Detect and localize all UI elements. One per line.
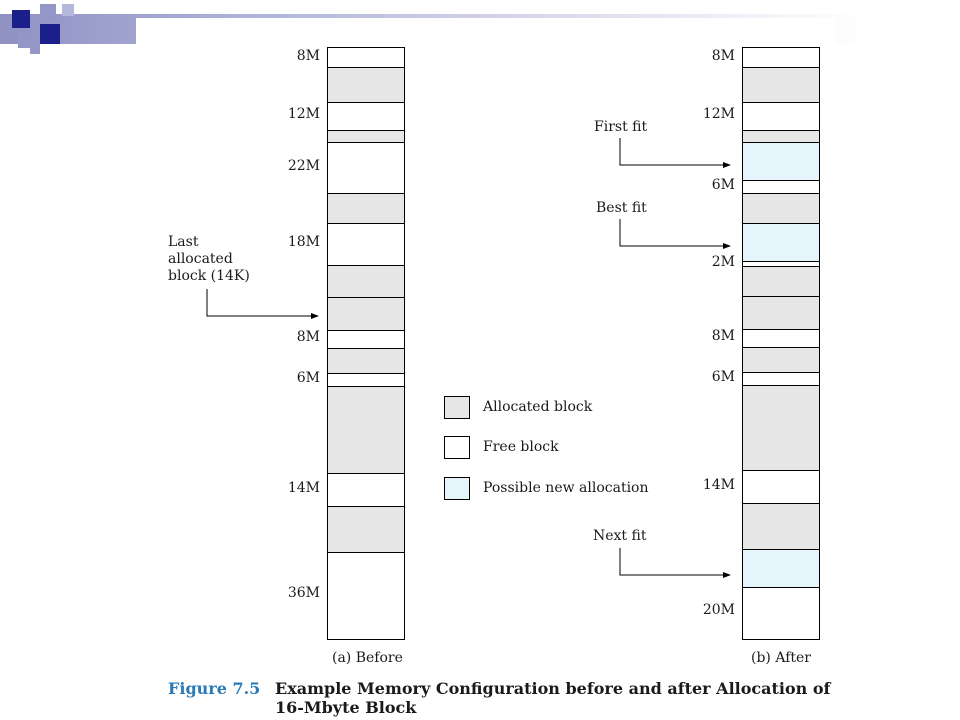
memory-column-after (742, 47, 820, 640)
after-caption: (b) After (751, 650, 811, 666)
last-allocated-arrow (206, 289, 319, 319)
before-block-allocated (328, 348, 404, 373)
after-block-free (743, 329, 819, 347)
before-block-size-label: 12M (287, 106, 320, 122)
legend-allocated-swatch (444, 396, 470, 419)
before-block-free (328, 552, 404, 637)
last-allocated-annotation: Last allocated block (14K) (168, 234, 250, 284)
before-block-allocated (328, 386, 404, 473)
after-block-allocated (743, 193, 819, 223)
before-block-allocated (328, 297, 404, 330)
before-block-size-label: 6M (296, 369, 320, 386)
memory-column-before (327, 47, 405, 640)
header-square-light-4 (30, 44, 40, 54)
before-block-allocated (328, 67, 404, 102)
after-block-allocated (743, 385, 819, 470)
before-block-free (328, 102, 404, 130)
before-block-free (328, 142, 404, 193)
after-block-size-label: 20M (702, 601, 735, 618)
after-block-free (743, 261, 819, 266)
figure-title: Example Memory Configuration before and … (275, 679, 831, 717)
after-block-size-label: 12M (702, 106, 735, 122)
before-block-free (328, 373, 404, 386)
before-block-size-label: 8M (296, 329, 320, 345)
before-block-allocated (328, 506, 404, 552)
legend-free-swatch (444, 436, 470, 459)
header-square-light-3 (62, 4, 74, 16)
after-block-new (743, 549, 819, 587)
after-block-size-label: 8M (711, 47, 735, 64)
after-block-allocated (743, 266, 819, 296)
before-block-allocated (328, 265, 404, 297)
after-block-free (743, 587, 819, 636)
best-fit-arrow (619, 219, 731, 249)
header-square-dark-2 (40, 24, 60, 44)
after-block-allocated (743, 130, 819, 142)
before-block-free (328, 48, 404, 67)
figure-number: Figure 7.5 (168, 679, 261, 698)
before-block-allocated (328, 130, 404, 142)
header-square-dark-1 (12, 10, 30, 28)
after-block-new (743, 223, 819, 261)
before-block-free (328, 223, 404, 265)
header-white-panel (136, 18, 836, 48)
before-block-size-label: 36M (287, 584, 320, 601)
after-block-free (743, 48, 819, 67)
before-caption: (a) Before (332, 650, 403, 666)
after-block-size-label: 6M (711, 368, 735, 385)
after-block-free (743, 102, 819, 130)
after-block-free (743, 180, 819, 193)
before-block-allocated (328, 193, 404, 223)
after-block-size-label: 14M (702, 476, 735, 493)
legend-free-label: Free block (483, 439, 559, 455)
first-fit-arrow (619, 138, 731, 168)
before-block-free (328, 473, 404, 506)
after-block-size-label: 2M (711, 253, 735, 270)
legend-allocated-label: Allocated block (483, 399, 593, 415)
before-block-size-label: 18M (287, 234, 320, 250)
best-fit-annotation: Best fit (596, 200, 647, 216)
after-block-allocated (743, 347, 819, 372)
after-block-free (743, 372, 819, 385)
header-square-light-2 (18, 34, 32, 48)
after-block-allocated (743, 503, 819, 549)
after-block-size-label: 8M (711, 328, 735, 344)
after-block-allocated (743, 67, 819, 102)
header-square-light-1 (40, 4, 56, 20)
after-block-new (743, 142, 819, 180)
first-fit-annotation: First fit (594, 119, 648, 135)
before-block-size-label: 8M (296, 47, 320, 64)
after-block-size-label: 6M (711, 176, 735, 193)
before-block-free (328, 330, 404, 348)
next-fit-annotation: Next fit (593, 528, 647, 544)
before-block-size-label: 14M (287, 479, 320, 496)
legend-new-swatch (444, 477, 470, 500)
after-block-free (743, 470, 819, 503)
before-block-size-label: 22M (287, 157, 320, 174)
after-block-allocated (743, 296, 819, 329)
next-fit-arrow (619, 548, 731, 578)
legend-new-label: Possible new allocation (483, 480, 649, 496)
